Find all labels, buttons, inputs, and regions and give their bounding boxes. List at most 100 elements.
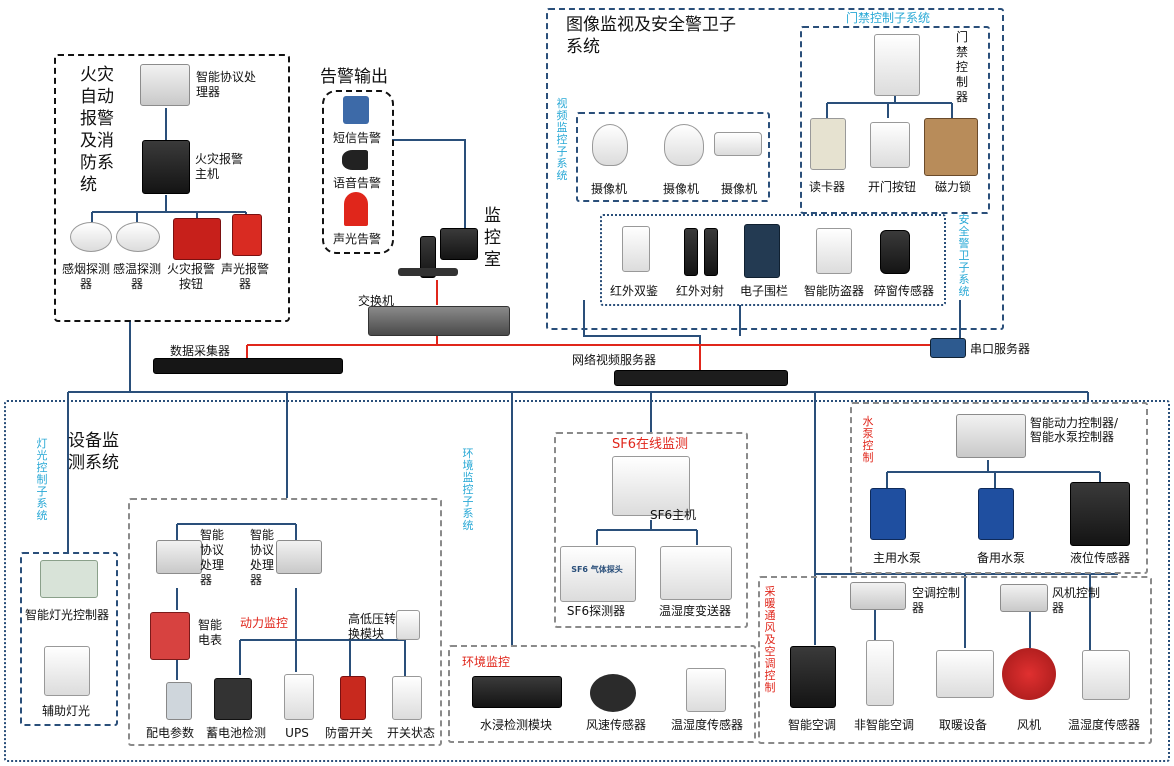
protocol-processor-2-icon bbox=[276, 540, 322, 574]
fire-alarm-host bbox=[142, 140, 190, 194]
sms-alarm-icon bbox=[343, 96, 369, 124]
light-controller-label: 智能灯光控制器 bbox=[24, 608, 109, 622]
sf6-host-label: SF6主机 bbox=[650, 508, 697, 522]
normal-ac-icon bbox=[866, 640, 894, 706]
normal-ac-label: 非智能空调 bbox=[853, 718, 914, 732]
th-transmitter-icon bbox=[660, 546, 732, 600]
guard-sub-label: 安全警卫子系统 bbox=[958, 213, 970, 298]
sf6-title: SF6在线监测 bbox=[611, 437, 688, 452]
protocol-processor-1-label: 智能协议处理器 bbox=[200, 528, 225, 587]
access-controller-label: 门禁控制器 bbox=[955, 30, 968, 104]
ir-beam-sensor-icon bbox=[704, 228, 718, 276]
water-leak-module-icon bbox=[472, 676, 562, 708]
aux-light-icon bbox=[44, 646, 90, 696]
door-button-icon bbox=[870, 122, 910, 168]
protocol-processor-2-label: 智能协议处理器 bbox=[250, 528, 275, 587]
main-pump-label: 主用水泵 bbox=[872, 551, 921, 565]
level-sensor-label: 液位传感器 bbox=[1069, 551, 1130, 565]
switch-status-label: 开关状态 bbox=[386, 726, 435, 740]
switch-status-icon bbox=[392, 676, 422, 720]
fire-protocol-processor bbox=[140, 64, 190, 106]
security-system-box bbox=[546, 8, 1004, 330]
fan-icon bbox=[1002, 648, 1056, 700]
sms-alarm-label: 短信告警 bbox=[332, 131, 381, 145]
power-param-label: 配电参数 bbox=[145, 726, 194, 740]
light-alarm-icon bbox=[344, 192, 368, 226]
keyboard-icon bbox=[398, 268, 458, 276]
video-sub-label: 视频监控子系统 bbox=[556, 97, 568, 182]
ir-beam-sensor-icon bbox=[684, 228, 698, 276]
temp-detector-icon bbox=[116, 222, 160, 252]
monitor-pc-icon bbox=[440, 228, 478, 260]
sf6-box bbox=[554, 432, 748, 628]
network-switch-icon bbox=[368, 306, 510, 336]
equipment-title: 设备监测系统 bbox=[68, 431, 119, 473]
sf6-detector-icon bbox=[560, 546, 636, 602]
hvac-th-sensor-icon bbox=[1082, 650, 1130, 700]
smart-ac-label: 智能空调 bbox=[787, 718, 836, 732]
battery-monitor-label: 蓄电池检测 bbox=[205, 726, 266, 740]
ir-dual-label: 红外双鉴 bbox=[609, 284, 658, 298]
water-leak-label: 水浸检测模块 bbox=[479, 718, 552, 732]
sf6-detector-label: SF6探测器 bbox=[566, 604, 626, 618]
video-sub-box bbox=[576, 112, 770, 202]
battery-monitor-icon bbox=[214, 678, 252, 720]
smart-meter-label: 智能电表 bbox=[198, 618, 223, 647]
switch-label: 交换机 bbox=[358, 294, 395, 308]
sf6-panel-text: SF6 气体探头 bbox=[571, 565, 623, 574]
smart-meter-icon bbox=[150, 612, 190, 660]
mag-lock-icon bbox=[924, 118, 978, 176]
th-sensor-icon bbox=[686, 668, 726, 712]
fan-label: 风机 bbox=[1016, 718, 1041, 732]
anti-theft-icon bbox=[816, 228, 852, 274]
electric-fence-label: 电子围栏 bbox=[739, 284, 788, 298]
collector-label: 数据采集器 bbox=[170, 344, 231, 358]
light-controller-icon bbox=[40, 560, 98, 598]
heater-icon bbox=[936, 650, 994, 698]
ir-dual-sensor-icon bbox=[622, 226, 650, 272]
card-reader-label: 读卡器 bbox=[808, 180, 845, 194]
hvac-th-sensor-label: 温湿度传感器 bbox=[1067, 718, 1140, 732]
fire-system-box bbox=[54, 54, 290, 322]
guard-sub-box bbox=[600, 214, 946, 306]
pump-controller-label: 智能动力控制器/智能水泵控制器 bbox=[1030, 416, 1119, 444]
light-alarm-label: 声光告警 bbox=[332, 232, 381, 246]
ups-label: UPS bbox=[285, 726, 309, 740]
hv-module-icon bbox=[396, 610, 420, 640]
smoke-detector-label: 感烟探测器 bbox=[61, 262, 110, 291]
sound-light-alarm-icon bbox=[232, 214, 262, 256]
level-sensor-icon bbox=[1070, 482, 1130, 546]
fire-processor-label: 智能协议处理器 bbox=[196, 70, 257, 99]
alarm-output-title: 告警输出 bbox=[320, 67, 388, 87]
smart-ac-icon bbox=[790, 646, 836, 708]
light-sub-box bbox=[20, 552, 118, 726]
serial-server-label: 串口服务器 bbox=[970, 342, 1031, 356]
camera-icon bbox=[664, 124, 704, 166]
security-title: 图像监视及安全警卫子系统 bbox=[566, 15, 736, 57]
data-collector-icon bbox=[153, 358, 343, 374]
wind-speed-label: 风速传感器 bbox=[585, 718, 646, 732]
fan-controller-icon bbox=[1000, 584, 1048, 612]
power-monitor-box bbox=[128, 498, 442, 746]
env-monitor-label: 环境监控 bbox=[462, 655, 511, 669]
voice-alarm-icon bbox=[342, 150, 368, 170]
anti-theft-label: 智能防盗器 bbox=[803, 284, 864, 298]
alarm-button-icon bbox=[173, 218, 221, 260]
net-video-server-label: 网络视频服务器 bbox=[572, 353, 657, 367]
hvac-box bbox=[758, 576, 1152, 744]
equipment-system-box bbox=[4, 400, 1170, 762]
control-room-label: 监控室 bbox=[484, 206, 501, 270]
door-button-label: 开门按钮 bbox=[867, 180, 916, 194]
ac-controller-icon bbox=[850, 582, 906, 610]
fire-host-label: 火灾报警主机 bbox=[195, 152, 244, 181]
fire-system-title: 火灾自动报警及消防系统 bbox=[80, 65, 114, 195]
smoke-detector-icon bbox=[70, 222, 112, 252]
camera-icon bbox=[592, 124, 628, 166]
net-video-server-icon bbox=[614, 370, 788, 386]
hvac-control-label: 采暖通风及空调控制 bbox=[764, 585, 776, 694]
fan-controller-label: 风机控制器 bbox=[1052, 586, 1101, 615]
pump-box bbox=[850, 402, 1148, 574]
glass-break-sensor-icon bbox=[880, 230, 910, 274]
main-pump-icon bbox=[870, 488, 906, 540]
aux-light-label: 辅助灯光 bbox=[41, 704, 90, 718]
